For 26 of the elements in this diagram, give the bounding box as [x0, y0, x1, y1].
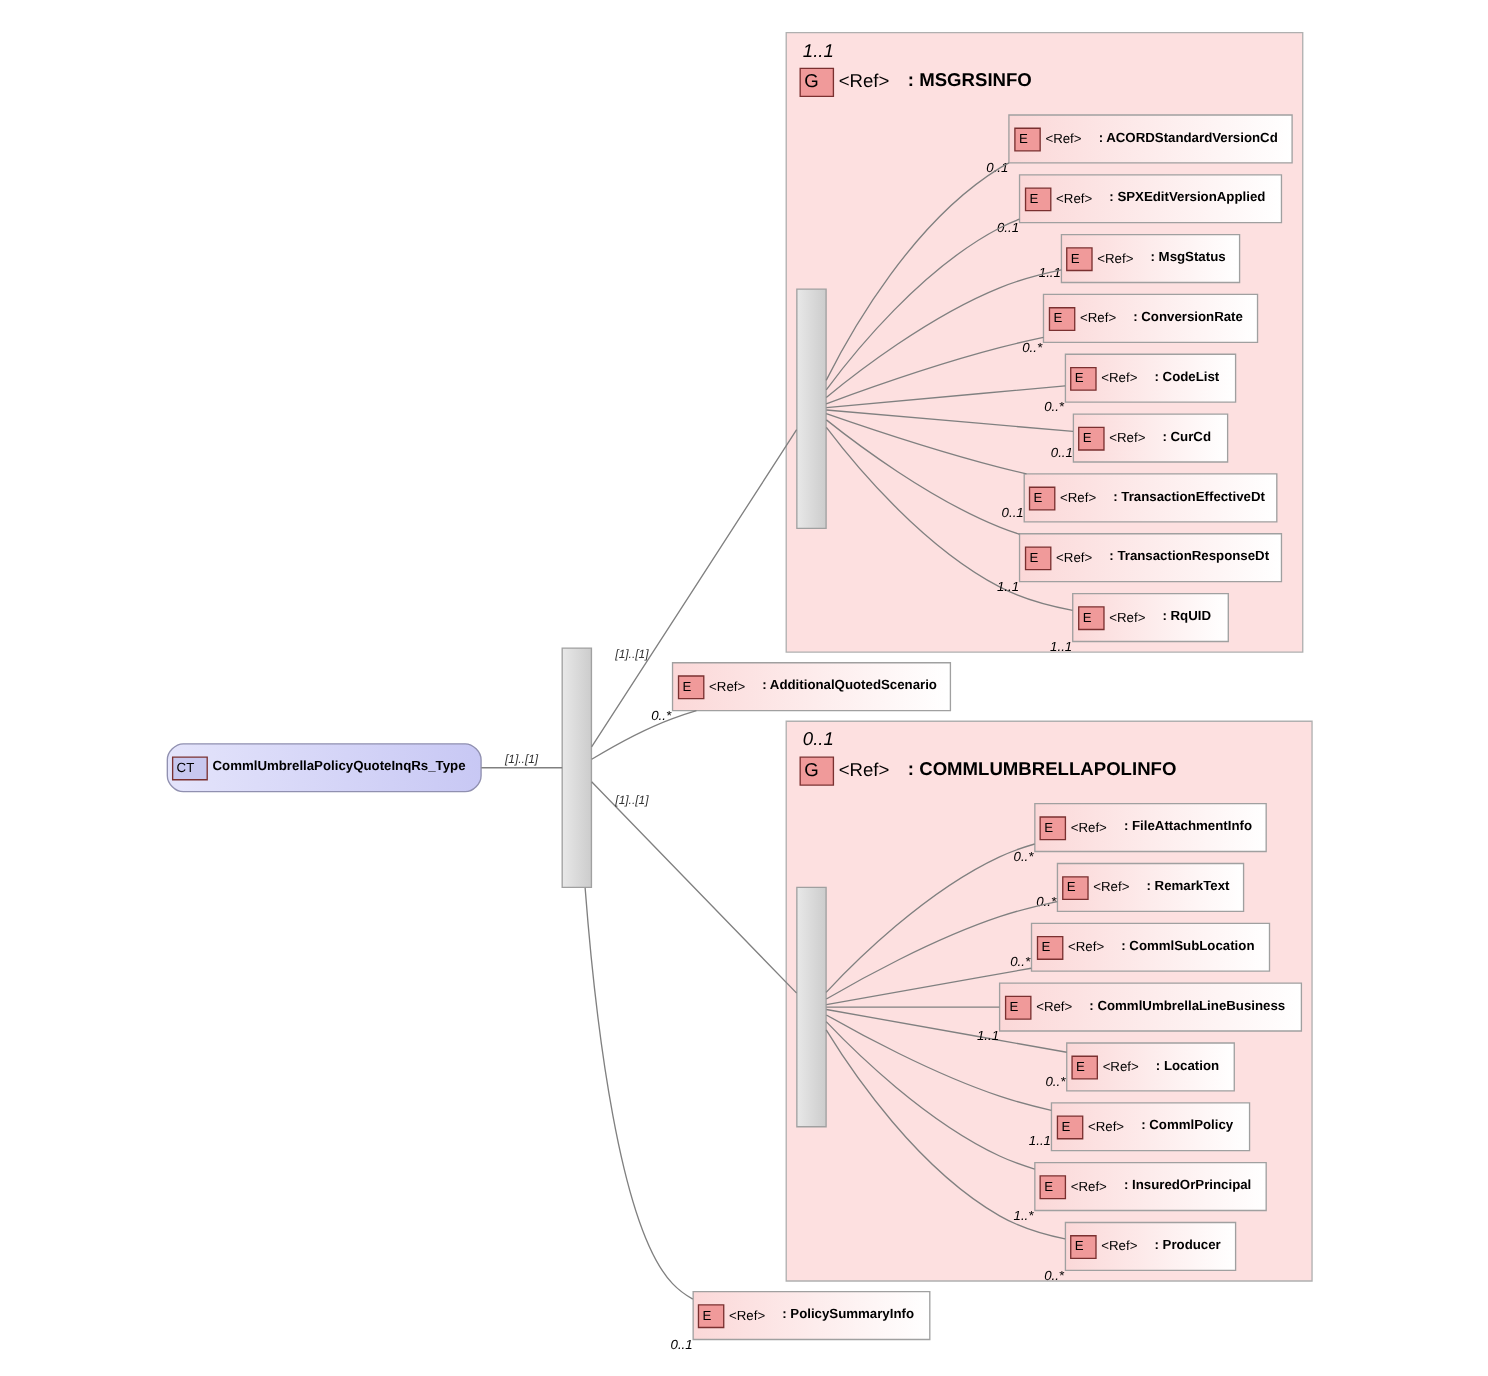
- connector: [589, 781, 797, 994]
- connector: [479, 767, 562, 769]
- connector: [824, 967, 1031, 1006]
- connector: [824, 900, 1057, 1000]
- connector: [824, 218, 1020, 391]
- connector: [824, 162, 1009, 382]
- connector: [824, 843, 1035, 993]
- node-label: 1..1: [801, 40, 833, 61]
- connector: [824, 385, 1065, 409]
- connector: [824, 412, 1027, 475]
- connector: [824, 1008, 1067, 1053]
- connector: [583, 887, 693, 1300]
- node-label: 0..1: [801, 729, 833, 750]
- connector: [824, 1014, 1051, 1111]
- connector: [824, 336, 1044, 405]
- connector: [824, 269, 1061, 399]
- connector: [824, 426, 1073, 611]
- node-bar: [795, 288, 826, 530]
- connector: [824, 409, 1073, 433]
- connector: [589, 429, 797, 748]
- node-bar: [560, 647, 592, 889]
- connector: [824, 1006, 1000, 1008]
- node-bar: [795, 886, 826, 1128]
- connector: [824, 419, 1020, 535]
- connector: [590, 709, 697, 760]
- connector: [824, 1021, 1035, 1170]
